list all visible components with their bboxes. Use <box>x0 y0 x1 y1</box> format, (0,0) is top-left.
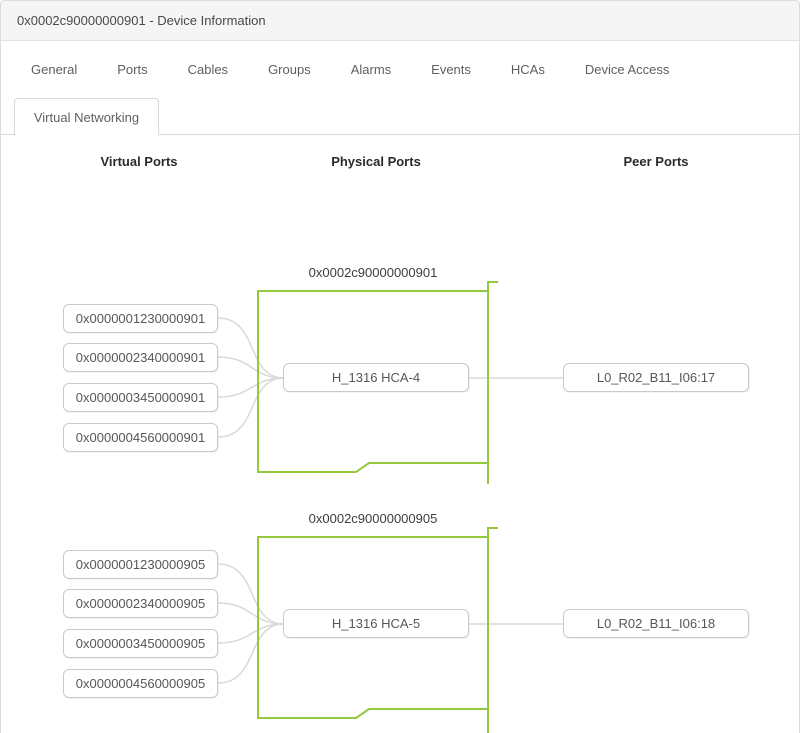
physical-port-node[interactable]: H_1316 HCA-4 <box>283 363 469 392</box>
peer-port-node[interactable]: L0_R02_B11_I06:18 <box>563 609 749 638</box>
virtual-port-node[interactable]: 0x0000001230000901 <box>63 304 218 333</box>
tab-virtual-networking[interactable]: Virtual Networking <box>14 98 159 136</box>
column-header-peer-ports: Peer Ports <box>623 154 689 169</box>
virtual-port-node[interactable]: 0x0000004560000905 <box>63 669 218 698</box>
virtual-port-node[interactable]: 0x0000003450000901 <box>63 383 218 412</box>
physical-port-node[interactable]: H_1316 HCA-5 <box>283 609 469 638</box>
column-header-virtual-ports: Virtual Ports <box>100 154 178 169</box>
tab-hcas[interactable]: HCAs <box>510 62 545 77</box>
virtual-port-node[interactable]: 0x0000001230000905 <box>63 550 218 579</box>
column-header-physical-ports: Physical Ports <box>331 154 421 169</box>
virtual-port-node[interactable]: 0x0000003450000905 <box>63 629 218 658</box>
tab-alarms[interactable]: Alarms <box>350 62 392 77</box>
window-titlebar: 0x0002c90000000901 - Device Information <box>1 1 799 41</box>
tab-groups[interactable]: Groups <box>268 62 311 77</box>
device-tabs: General Ports Cables Groups Alarms Event… <box>1 41 799 98</box>
window-title: 0x0002c90000000901 - Device Information <box>17 13 266 28</box>
tab-events[interactable]: Events <box>431 62 471 77</box>
tab-ports[interactable]: Ports <box>117 62 148 77</box>
device-guid-label: 0x0002c90000000905 <box>308 511 438 526</box>
tab-general[interactable]: General <box>31 62 78 77</box>
virtual-port-node[interactable]: 0x0000004560000901 <box>63 423 218 452</box>
tab-device-access[interactable]: Device Access <box>584 62 670 77</box>
device-subtabs: Virtual Networking <box>1 98 799 136</box>
tab-cables[interactable]: Cables <box>187 62 229 77</box>
device-guid-label: 0x0002c90000000901 <box>308 265 438 280</box>
virtual-port-node[interactable]: 0x0000002340000905 <box>63 589 218 618</box>
peer-port-node[interactable]: L0_R02_B11_I06:17 <box>563 363 749 392</box>
virtual-port-node[interactable]: 0x0000002340000901 <box>63 343 218 372</box>
